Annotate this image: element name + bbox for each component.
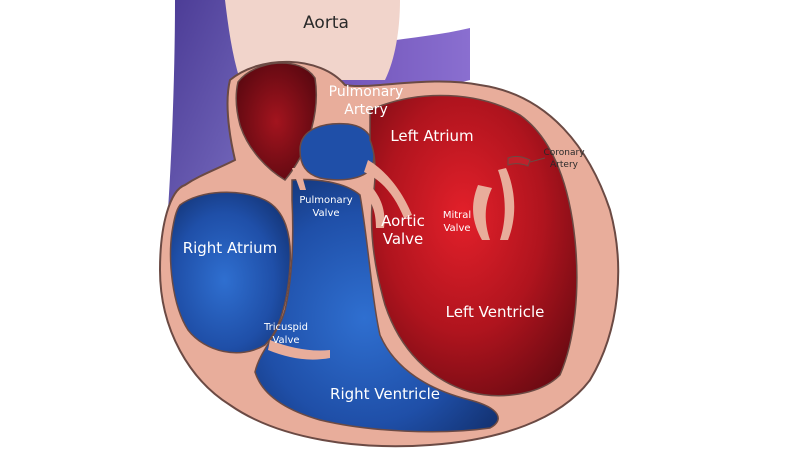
aortic-valve-tissue-left [362, 185, 385, 228]
label-left-atrium: Left Atrium [390, 127, 473, 145]
label-aortic-valve-line2: Valve [383, 230, 424, 248]
label-pulmonary-valve-line1: Pulmonary [299, 195, 352, 206]
label-pulmonary-artery-line2: Artery [344, 102, 387, 118]
label-mitral-valve-line1: Mitral [443, 210, 471, 221]
pulmonary-valve-tissue [292, 168, 306, 190]
tricuspid-valve-tissue [268, 340, 330, 360]
coronary-artery-pointer [529, 157, 546, 163]
coronary-artery-marker [507, 155, 531, 167]
mitral-valve-tissue [473, 185, 492, 240]
label-tricuspid-valve-line2: Valve [272, 335, 299, 346]
label-left-ventricle: Left Ventricle [446, 303, 545, 321]
label-pulmonary-artery-line1: Pulmonary [329, 84, 404, 100]
label-aorta: Aorta [303, 13, 349, 33]
label-right-atrium: Right Atrium [183, 239, 278, 257]
right-ventricle-chamber [254, 178, 499, 433]
label-mitral-valve-line2: Valve [443, 223, 470, 234]
pulmonary-artery-opening [299, 122, 375, 181]
right-atrium-chamber [169, 191, 292, 354]
label-aortic-valve-line1: Aortic [381, 212, 425, 230]
label-pulmonary-valve-line2: Valve [312, 208, 339, 219]
aortic-root-chamber [235, 62, 317, 181]
label-coronary-artery-line1: Coronary [543, 148, 585, 158]
label-coronary-artery-line2: Artery [550, 160, 579, 170]
left-heart-chambers [369, 94, 578, 397]
aortic-valve-tissue [364, 160, 412, 218]
label-right-ventricle: Right Ventricle [330, 385, 440, 403]
mitral-valve-tissue-right [498, 168, 515, 240]
aorta-vessel [225, 0, 400, 80]
label-tricuspid-valve-line1: Tricuspid [263, 322, 308, 333]
